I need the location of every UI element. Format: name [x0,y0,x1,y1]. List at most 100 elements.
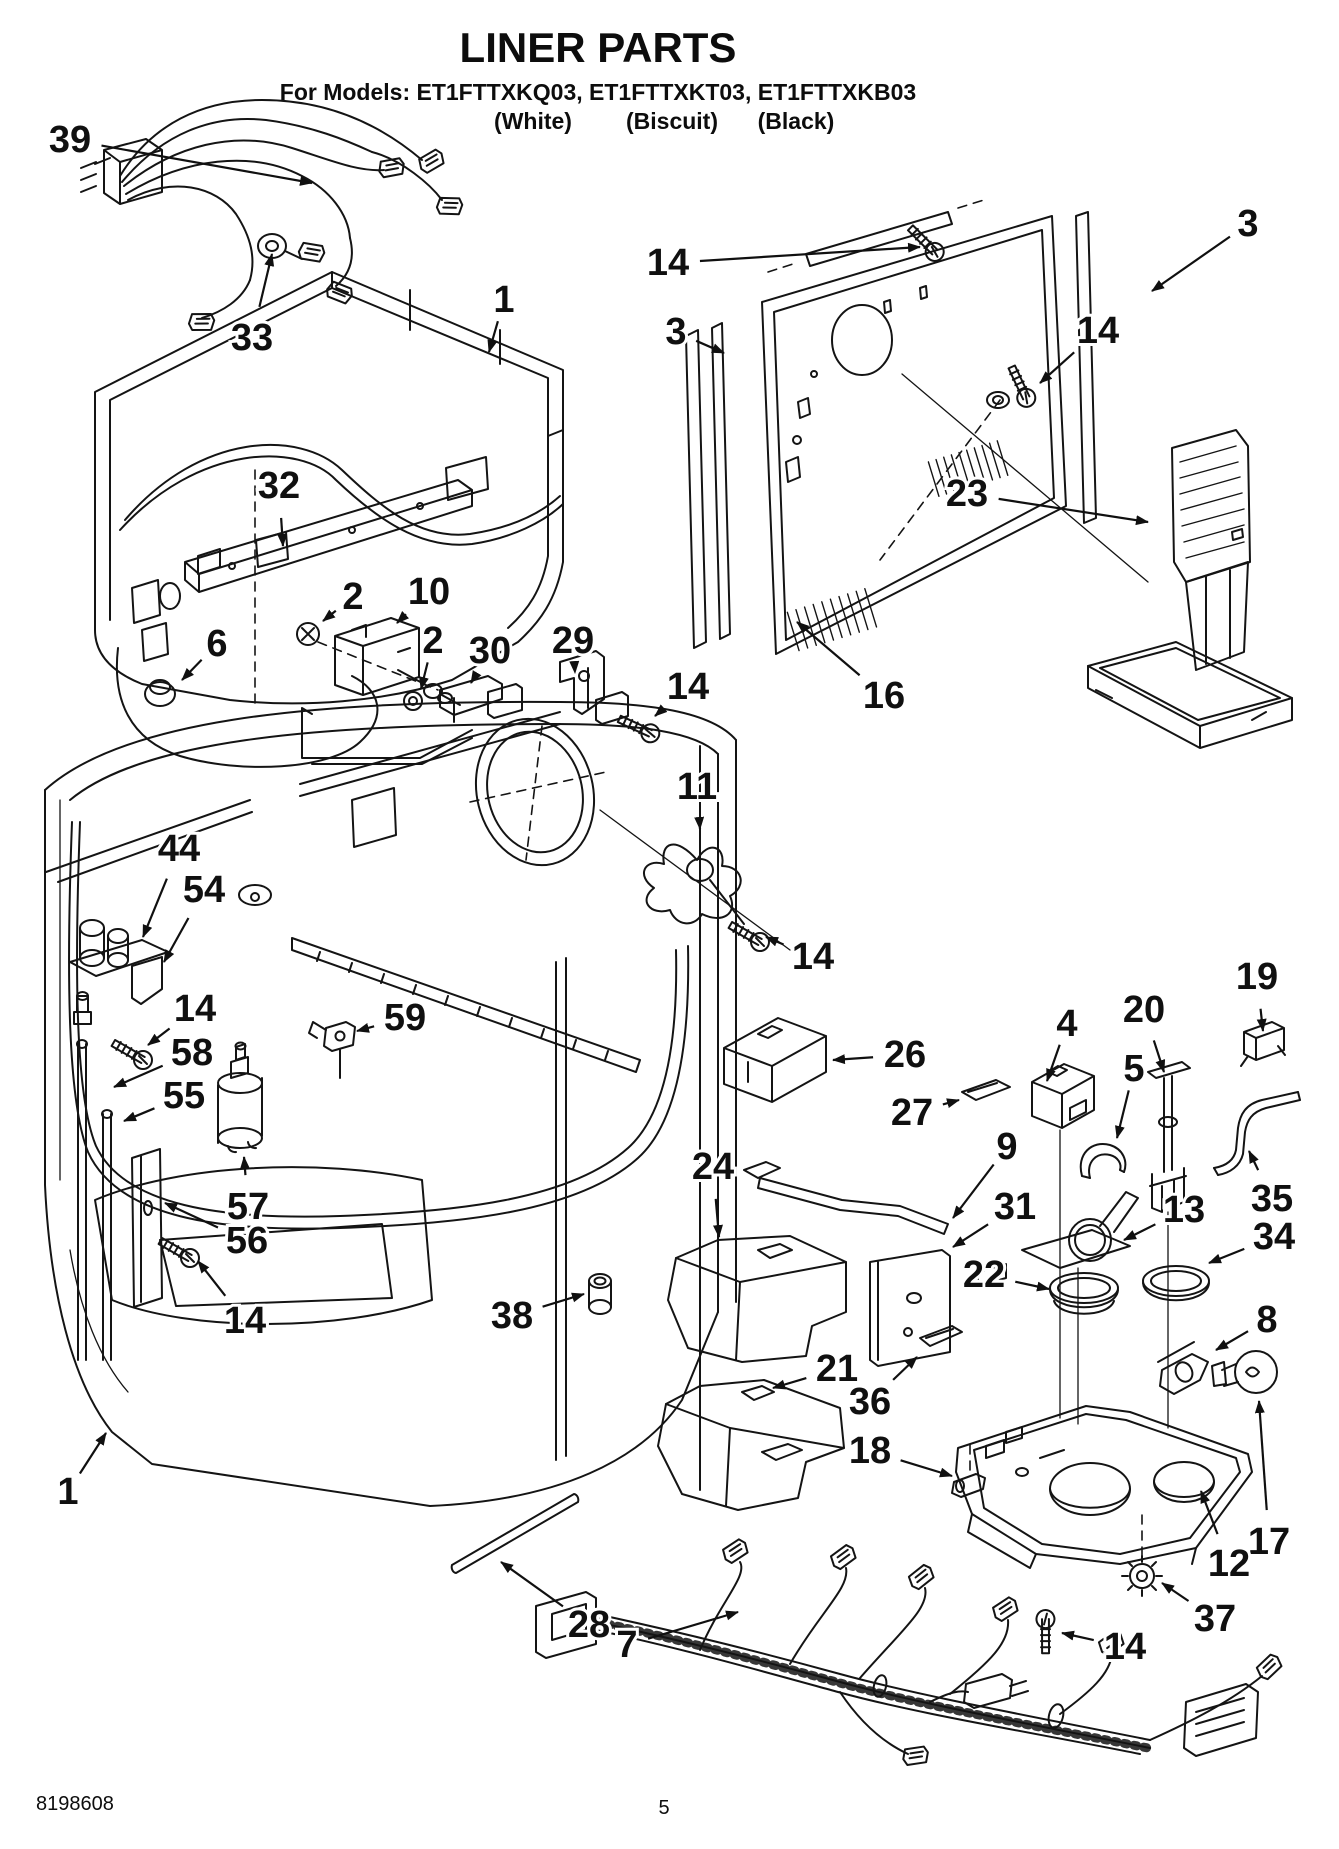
callout-14: 14 [1061,1623,1149,1671]
callout-leader-arrow [1215,1330,1249,1351]
callout-37: 37 [1161,1582,1239,1643]
callout-number: 3 [665,311,686,353]
callout-leader-arrow [892,1356,918,1381]
callout-1: 1 [487,276,518,353]
liner-shell [44,700,737,1507]
callout-30: 30 [466,627,514,684]
callout-36: 36 [846,1356,918,1426]
callout-leader-arrow [832,1054,874,1065]
callout-leader-arrow [1199,1490,1219,1535]
callout-number: 58 [171,1032,213,1074]
models-line: For Models: ET1FTTXKQ03, ET1FTTXKT03, ET… [280,79,916,105]
callout-number: 16 [863,675,905,717]
callout-9: 9 [952,1123,1021,1219]
callout-number: 39 [49,119,91,161]
callout-number: 14 [647,242,689,284]
freezer-liner [94,271,564,768]
callout-number: 6 [206,623,227,665]
callout-number: 36 [849,1381,891,1423]
callout-number: 14 [174,988,216,1030]
callout-leader-arrow [1161,1582,1190,1602]
callout-leader-arrow [1061,1630,1095,1642]
callout-number: 10 [408,571,450,613]
callout-number: 28 [568,1604,610,1646]
callout-leader-arrow [772,1377,807,1390]
callout-58: 58 [113,1029,216,1089]
callout-number: 2 [422,620,443,662]
callout-leader-arrow [1045,1044,1061,1082]
callout-number: 55 [163,1075,205,1117]
callout-11: 11 [674,763,720,830]
callout-leader-arrow [163,917,190,963]
callout-22: 22 [960,1251,1050,1299]
callout-leader-arrow [796,621,861,677]
callout-number: 30 [469,630,511,672]
callout-27: 27 [888,1089,960,1137]
callout-number: 23 [946,473,988,515]
callout-3: 3 [1151,200,1262,292]
callout-number: 54 [183,869,225,911]
callout-number: 9 [996,1126,1017,1168]
callout-24: 24 [689,1143,737,1238]
callout-leader-arrow [765,935,784,947]
callout-14: 14 [765,933,837,981]
callout-leader-arrow [487,320,499,353]
callout-35: 35 [1248,1150,1296,1223]
callout-number: 38 [491,1295,533,1337]
callout-14: 14 [147,985,219,1046]
callout-56: 56 [164,1202,271,1265]
color-label-black: (Black) [758,108,835,134]
callout-leader-arrow [1151,235,1231,292]
callout-number: 2 [342,576,363,618]
callout-number: 34 [1253,1216,1295,1258]
callout-8: 8 [1215,1296,1281,1351]
callout-leader-arrow [542,1292,585,1308]
thermostat-assembly [131,456,662,765]
callout-number: 13 [1163,1189,1205,1231]
callout-number: 20 [1123,989,1165,1031]
callout-number: 5 [1123,1048,1144,1090]
callout-33: 33 [228,253,276,362]
callout-leader-arrow [1152,1040,1166,1073]
callout-14: 14 [197,1260,269,1345]
page-number: 5 [658,1797,669,1819]
callout-leader-arrow [277,517,288,547]
air-duct-parts [657,1017,1011,1511]
callout-leader-arrow [1039,351,1075,384]
callout-number: 14 [792,936,834,978]
callout-leader-arrow [1208,1247,1245,1265]
callout-number: 31 [994,1186,1036,1228]
color-label-biscuit: (Biscuit) [626,108,718,134]
callout-number: 35 [1251,1178,1293,1220]
callout-number: 8 [1256,1299,1277,1341]
callout-3: 3 [662,308,725,356]
callout-13: 13 [1123,1186,1208,1241]
callout-leader-arrow [1256,1008,1267,1032]
callout-leader-arrow [322,609,337,622]
callout-number: 57 [227,1186,269,1228]
callout-16: 16 [796,621,908,720]
callout-leader-arrow [900,1459,953,1478]
callout-leader-arrow [699,242,921,263]
callout-28: 28 [500,1561,613,1649]
callout-leader-arrow [654,704,668,717]
evaporator-panel-assembly [685,199,1293,749]
callout-number: 11 [677,766,717,808]
callout-leader-arrow [1015,1280,1050,1292]
callout-leader-arrow [147,1027,171,1046]
callout-number: 14 [224,1300,266,1342]
callout-57: 57 [224,1156,272,1231]
callout-number: 56 [226,1220,268,1262]
callout-6: 6 [181,620,231,681]
callout-14: 14 [644,239,921,287]
callout-leader-arrow [942,1098,960,1109]
callout-leader-arrow [258,253,275,308]
callout-number: 14 [667,666,709,708]
callout-2: 2 [419,617,447,690]
light-console-assembly [955,1265,1278,1658]
callout-55: 55 [123,1072,208,1123]
callout-32: 32 [255,462,303,547]
callout-number: 59 [384,997,426,1039]
callout-number: 44 [158,828,200,870]
callout-leader-arrow [141,878,168,938]
